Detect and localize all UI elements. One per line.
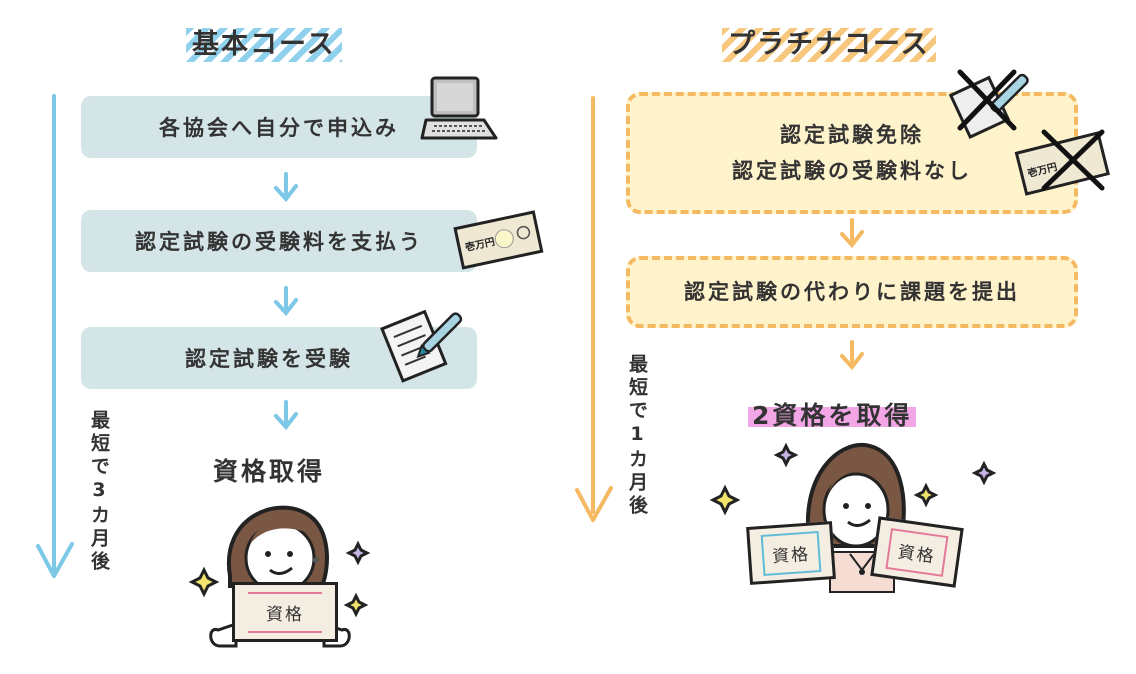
platinum-result-highlight: 2資格を取得 (748, 401, 917, 430)
platinum-timeline-arrowhead-icon (575, 486, 613, 522)
down-arrow-icon (274, 400, 298, 431)
sparkle-icon (345, 540, 371, 566)
certificate: 資格 (232, 582, 338, 642)
down-arrow-icon (840, 218, 864, 249)
sparkle-icon (773, 442, 799, 468)
basic-step-1: 各協会へ自分で申込み (81, 96, 477, 158)
basic-timeline-arrowhead-icon (36, 542, 74, 578)
exam-paper-crossed-icon (948, 69, 1029, 140)
sparkle-icon (913, 482, 939, 508)
down-arrow-icon (274, 286, 298, 317)
laptop-icon (420, 76, 498, 140)
basic-timeline-line (52, 94, 56, 572)
basic-course-title: 基本コース (186, 28, 342, 62)
down-arrow-icon (274, 172, 298, 203)
basic-step-3-label: 認定試験を受験 (185, 347, 353, 371)
basic-result-text: 資格取得 (213, 457, 326, 486)
sparkle-icon (709, 484, 741, 516)
certificate-blue: 資格 (746, 521, 836, 585)
certificate-pink-label: 資格 (885, 527, 949, 577)
sparkle-icon (971, 460, 997, 486)
platinum-step-1-line-2: 認定試験の受験料なし (732, 159, 972, 183)
certificate-blue-label: 資格 (760, 530, 822, 576)
banknote-crossed-icon: 壱万円 (1014, 129, 1110, 196)
platinum-timeline-line (591, 96, 595, 514)
platinum-course-title: プラチナコース (722, 28, 936, 62)
sparkle-icon (343, 592, 369, 618)
certificate-label: 資格 (248, 591, 322, 633)
down-arrow-icon (840, 340, 864, 371)
exam-paper-pen-icon (380, 309, 463, 383)
person-with-certificate-illustration (188, 505, 371, 648)
banknote-icon: 壱万円 (453, 210, 544, 270)
person-with-two-certificates-illustration (709, 442, 997, 593)
basic-step-1-label: 各協会へ自分で申込み (159, 116, 399, 140)
platinum-timeline-label: 最短で1カ月後 (626, 354, 648, 518)
platinum-step-2-line-1: 認定試験の代わりに課題を提出 (684, 280, 1020, 304)
basic-step-2-label: 認定試験の受験料を支払う (135, 230, 423, 254)
platinum-result-text: 2資格を取得 (748, 396, 917, 432)
certificate-pink: 資格 (870, 516, 964, 588)
sparkle-icon (188, 566, 220, 598)
basic-step-2: 認定試験の受験料を支払う (81, 210, 477, 272)
basic-timeline-label: 最短で3カ月後 (88, 410, 110, 574)
platinum-step-1-line-1: 認定試験免除 (780, 123, 924, 147)
platinum-step-2: 認定試験の代わりに課題を提出 (626, 256, 1078, 328)
